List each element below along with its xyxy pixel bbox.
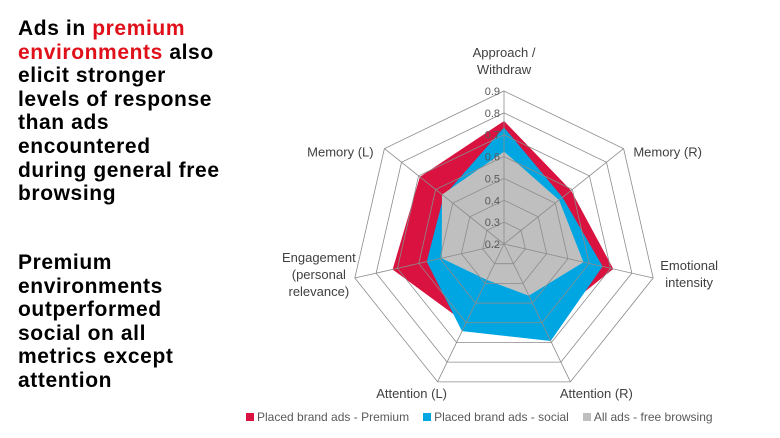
series-area-2	[441, 151, 584, 296]
tick-label: 0.3	[485, 217, 500, 229]
legend-item: Placed brand ads - Premium	[246, 410, 409, 424]
legend-swatch	[582, 413, 591, 421]
axis-label: Memory (R)	[633, 145, 702, 160]
legend-label: Placed brand ads - Premium	[257, 410, 410, 424]
headline-text: social on all	[18, 321, 147, 345]
headline-text: environments	[18, 274, 163, 298]
legend-item: All ads - free browsing	[582, 410, 713, 424]
grid-ring	[439, 177, 569, 304]
axis-spoke	[503, 148, 624, 245]
chart-legend: Placed brand ads - Premium Placed brand a…	[246, 410, 713, 424]
grid-ring	[397, 134, 611, 343]
legend-label: All ads - free browsing	[593, 410, 713, 424]
headline-text: attention	[18, 368, 113, 392]
tick-label: 0.4	[485, 195, 500, 207]
legend-label: Placed brand ads - social	[434, 410, 569, 424]
legend-swatch	[246, 413, 254, 421]
legend-item: Placed brand ads - social	[423, 410, 569, 424]
axis-spoke	[503, 243, 571, 383]
grid-ring	[375, 112, 633, 363]
headline-text: Premium	[18, 251, 113, 274]
legend-swatch	[423, 413, 432, 421]
axis-label: Memory (L)	[307, 145, 373, 160]
headline-primary: Ads in premium environments also elicit …	[18, 17, 220, 206]
tick-label: 0.6	[485, 152, 500, 164]
grid-ring	[482, 221, 526, 265]
headline-highlight: premium	[92, 17, 186, 40]
headline-text: during general free	[18, 158, 220, 182]
headline-text: browsing	[18, 182, 117, 206]
axis-label: Attention (R)	[560, 386, 633, 401]
grid-ring	[354, 90, 654, 383]
tick-label: 0.8	[485, 108, 500, 120]
grid-ring	[460, 199, 548, 284]
headline-text: also	[162, 40, 214, 64]
tick-label: 0.2	[485, 239, 500, 251]
grid-ring	[418, 156, 590, 324]
axis-spoke	[503, 243, 654, 279]
headline-text: encountered	[18, 134, 151, 158]
tick-label: 0.5	[485, 173, 500, 185]
headline-text: levels of response	[18, 87, 213, 111]
axis-label: Attention (L)	[376, 386, 447, 401]
headline-text: outperformed	[18, 298, 162, 322]
axis-spoke	[354, 243, 505, 279]
headline-text: elicit stronger	[18, 64, 166, 88]
headline-text: metrics except	[18, 345, 174, 369]
tick-label: 0.7	[485, 130, 500, 142]
headline-text: Ads in	[18, 17, 93, 40]
headline-secondary: Premium environments outperformed social…	[18, 251, 173, 393]
axis-spoke	[437, 243, 505, 383]
axis-spoke	[384, 148, 505, 245]
tick-label: 0.9	[485, 86, 500, 98]
axis-label: Approach /Withdraw	[473, 45, 536, 77]
headline-text: than ads	[18, 111, 110, 135]
headline-highlight: environments	[18, 40, 163, 64]
